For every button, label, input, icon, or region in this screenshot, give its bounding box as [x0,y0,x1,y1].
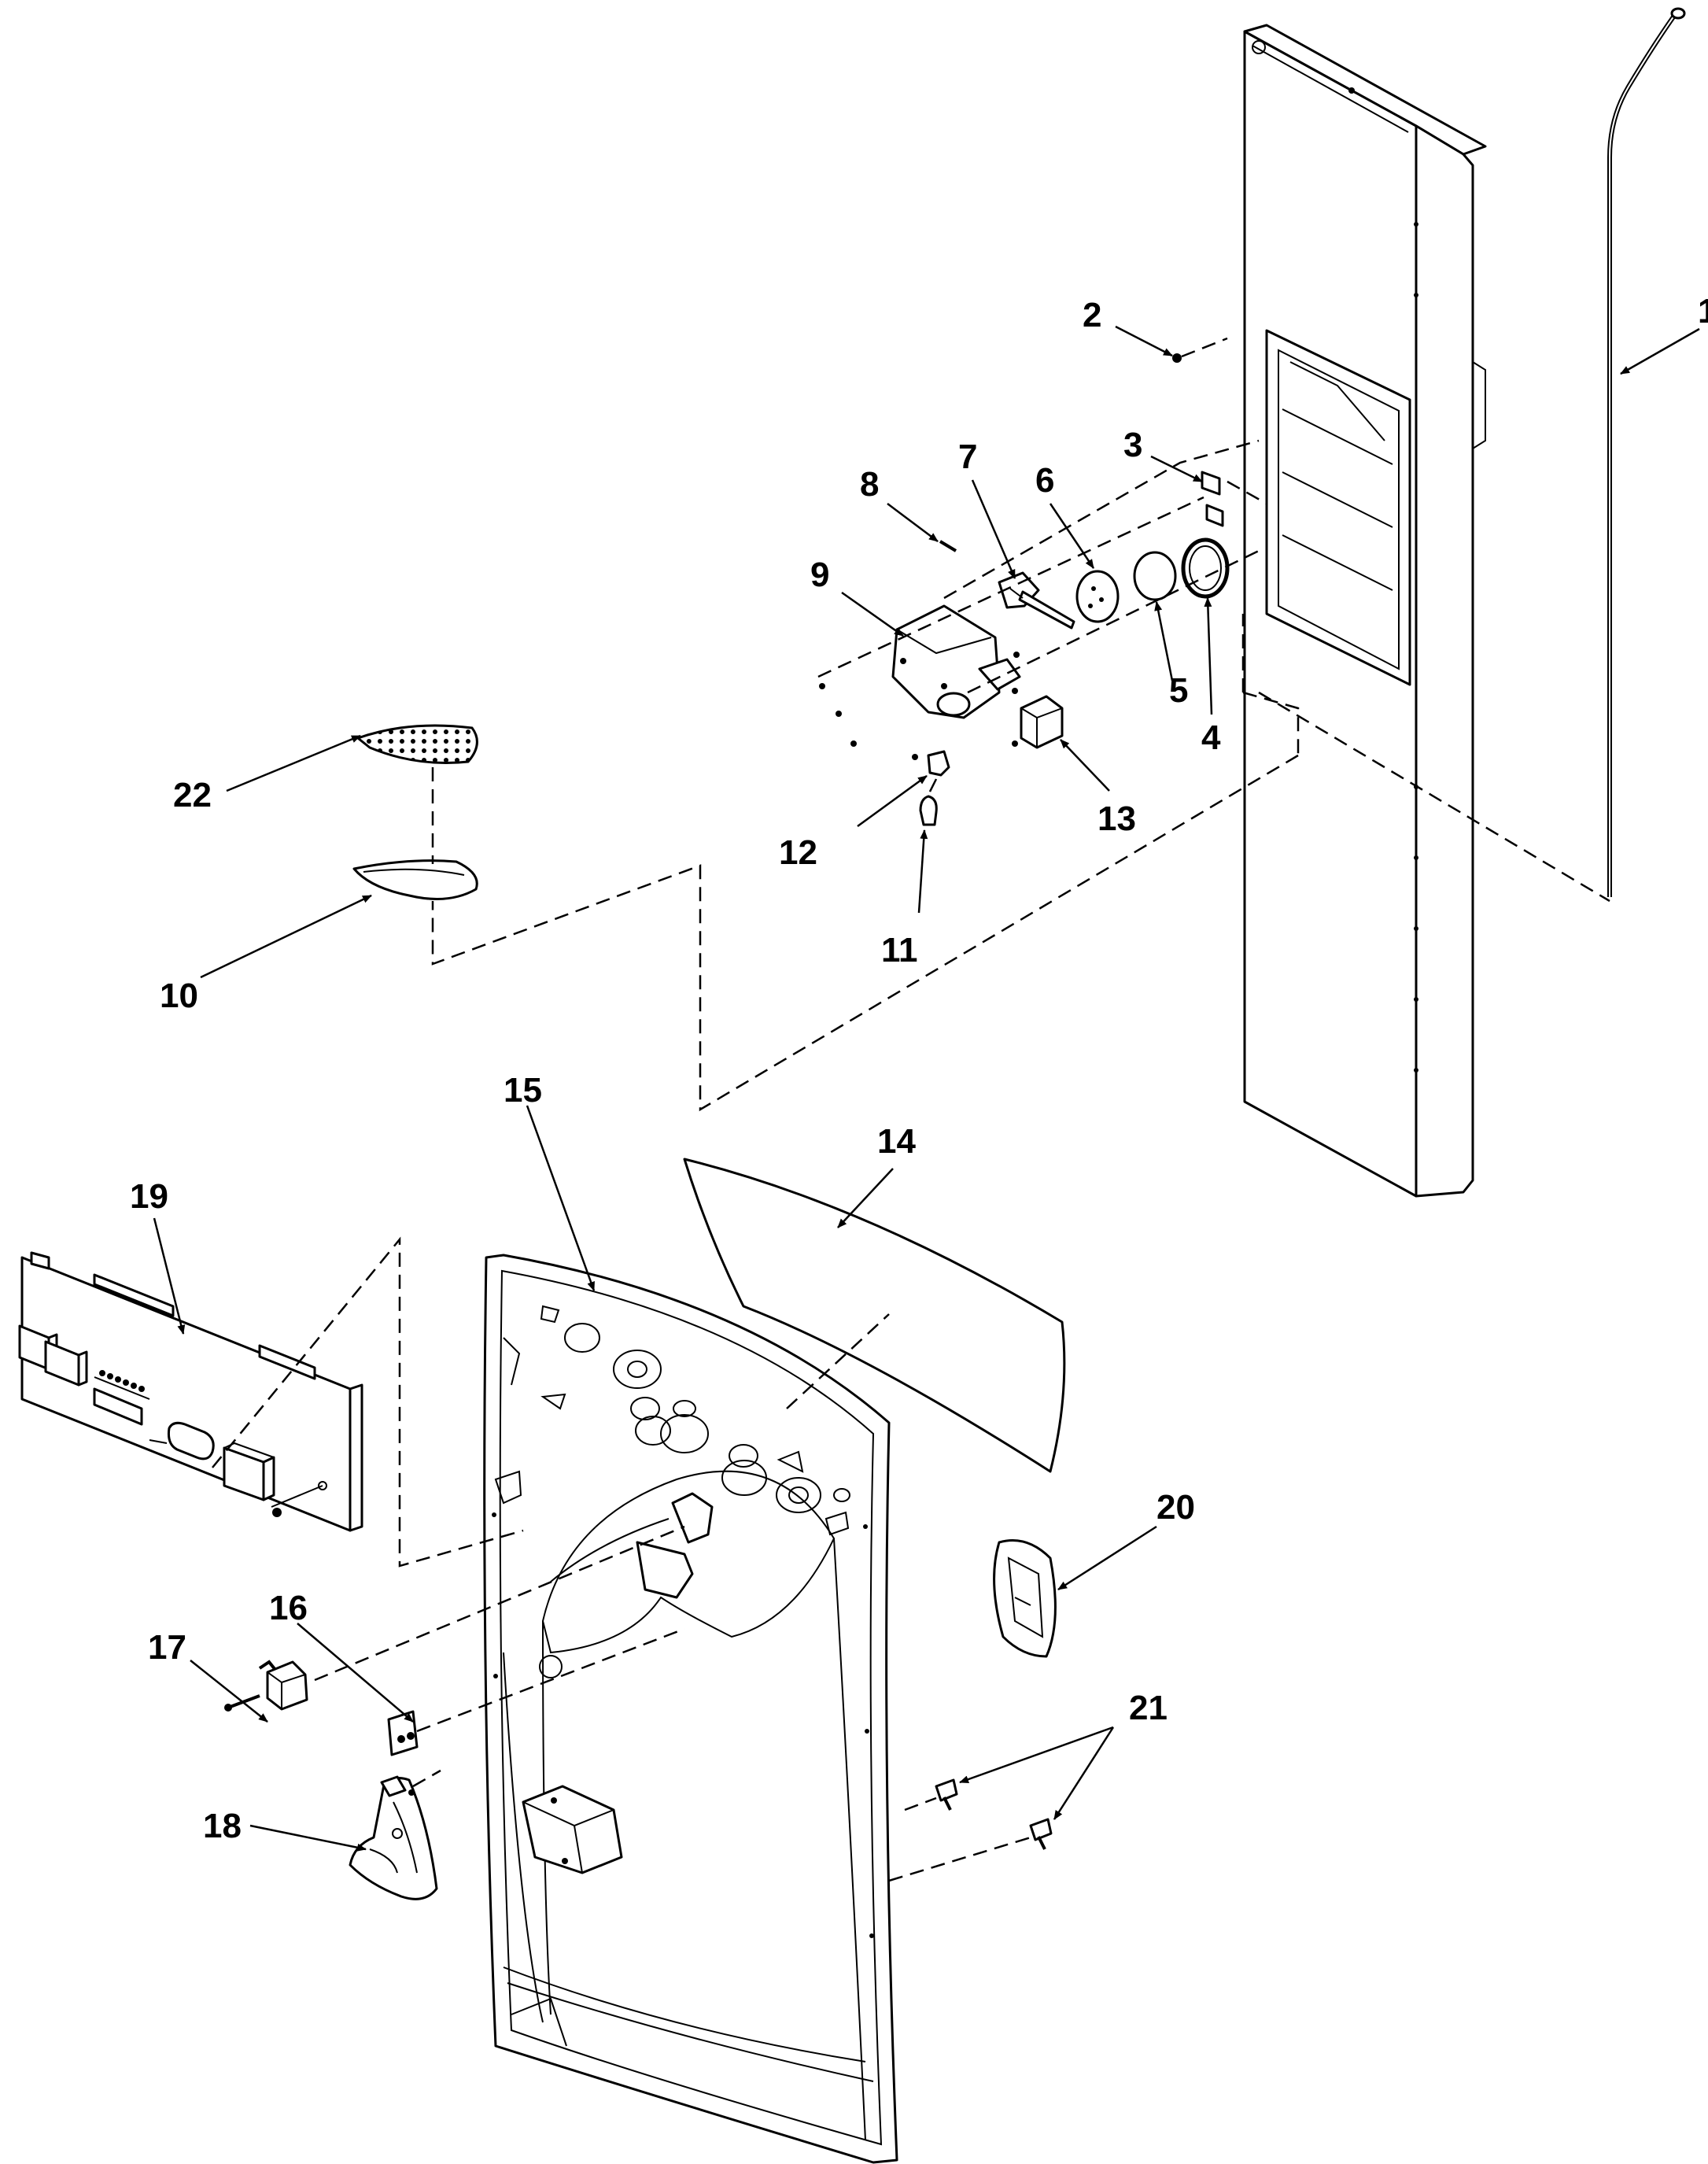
callout-8: 8 [860,465,879,504]
callout-4: 4 [1201,718,1221,757]
callout-labels: 1 2 3 4 5 6 7 8 9 10 11 12 13 14 15 16 1… [130,292,1708,1845]
callout-3: 3 [1123,426,1142,464]
part-1-tube [1607,7,1686,897]
callout-18: 18 [203,1807,242,1845]
callout-2: 2 [1083,296,1101,334]
leader-lines [153,325,1700,1852]
part-9-housing [891,604,1021,719]
part-2-screw [1172,353,1182,363]
part-22-grille [355,724,478,764]
callout-9: 9 [810,556,829,594]
callout-7: 7 [958,438,977,476]
part-10-drip-tray [352,859,478,900]
part-14-panel-overlay [683,1158,1066,1473]
callout-17: 17 [148,1628,186,1667]
part-21-screws [935,1778,1053,1850]
part-7-bracket [998,571,1075,630]
callout-21: 21 [1129,1689,1168,1727]
callout-16: 16 [269,1589,308,1627]
part-17-switch [224,1660,308,1712]
part-16-plate [387,1710,419,1756]
part-3-clips [1201,471,1224,527]
callout-6: 6 [1035,461,1054,500]
refrigerator-door-panel [1243,24,1487,1198]
callout-1: 1 [1698,292,1708,331]
callout-5: 5 [1169,671,1188,710]
callout-12: 12 [779,833,817,872]
callout-14: 14 [877,1122,916,1161]
part-4-ring [1181,537,1230,599]
part-15-dispenser-cover [483,1254,898,2164]
housing-screws [819,652,1020,760]
callout-11: 11 [881,931,918,969]
part-8-screw [939,540,957,552]
callout-10: 10 [160,977,198,1015]
assembly-lines-lower [212,1236,1031,1882]
part-19-control-board [18,1251,363,1532]
part-11-bulb [919,795,938,826]
part-5-lens [1133,551,1177,601]
assembly-lines-upper [431,337,1610,1112]
part-18-lever [349,1775,438,1900]
callout-19: 19 [130,1177,168,1216]
part-20-cap [993,1539,1057,1658]
part-6-socket [1075,570,1120,623]
callout-15: 15 [504,1071,542,1110]
part-13-switch [1012,695,1064,749]
callout-22: 22 [173,776,212,814]
callout-20: 20 [1156,1488,1195,1527]
callout-13: 13 [1097,799,1136,838]
part-12-bulb-socket [927,750,950,777]
